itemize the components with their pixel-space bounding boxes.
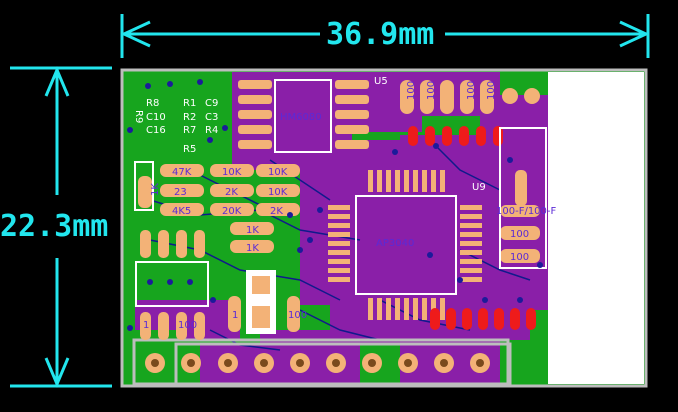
- height-dimension: [10, 66, 112, 388]
- resistor-grid-pads: [138, 164, 540, 340]
- width-label: 36.9mm: [322, 20, 439, 50]
- pad-10k-b: 10K: [268, 167, 288, 178]
- pad-1k-a: 1K: [246, 225, 259, 236]
- label-c7: C7: [574, 87, 585, 100]
- u5-outline: [274, 79, 332, 153]
- label-c4: C4: [558, 228, 571, 239]
- width-dimension: [120, 14, 650, 58]
- pad-mid-100: 100: [288, 310, 307, 321]
- header-pins: [145, 353, 490, 373]
- label-c5: C5: [562, 87, 573, 100]
- u9-part-label: AP3040: [376, 238, 414, 249]
- label-r5: R5: [183, 144, 196, 155]
- board-date: 16.6.2: [552, 349, 622, 374]
- label-u5: U5: [374, 76, 388, 87]
- label-r7: R7: [183, 125, 196, 136]
- u9-outline: [355, 195, 457, 295]
- cap-strip-label: 100-F/100-F: [496, 206, 557, 217]
- pad-23: 23: [174, 187, 187, 198]
- pad-mid-1: 1: [232, 310, 238, 321]
- label-r1: R1: [183, 98, 196, 109]
- pad-low-1: 1: [143, 320, 149, 331]
- pad-10k-a: 10K: [222, 167, 242, 178]
- top-oval-pads: [400, 80, 540, 114]
- pad-2k-a: 2K: [225, 187, 238, 198]
- board-name: SS8717: [548, 321, 634, 346]
- pad-v100a: 100: [406, 81, 417, 100]
- pad-10k-c: 10K: [268, 187, 288, 198]
- pad-v100c: 100: [466, 81, 477, 100]
- label-c10: C10: [146, 112, 166, 123]
- pad-v100d: 100: [486, 81, 497, 100]
- vias: [127, 79, 543, 331]
- red-pads: [408, 126, 536, 330]
- label-c8: C8: [562, 109, 573, 122]
- label-r4: R4: [205, 125, 218, 136]
- u5-pads: [238, 80, 369, 149]
- label-c16: C16: [146, 125, 166, 136]
- pad-4k5: 4K5: [172, 206, 191, 217]
- blank-area: [548, 72, 644, 384]
- large-capacitor-pad-top: [252, 276, 270, 294]
- pad-low-100: 100: [178, 320, 197, 331]
- pad-100-a: 100: [510, 229, 529, 240]
- label-r3: R3: [586, 87, 597, 100]
- label-c9: C9: [205, 98, 218, 109]
- component-outlines: [134, 127, 547, 307]
- label-u9: U9: [472, 182, 486, 193]
- pad-1k: 1K: [150, 183, 161, 196]
- label-c3: C3: [205, 112, 218, 123]
- label-c11: C11: [598, 87, 609, 107]
- large-capacitor-pad-bottom: [252, 306, 270, 328]
- pad-v100b: 100: [426, 81, 437, 100]
- pad-2k-b: 2K: [270, 206, 283, 217]
- label-r10: R10: [556, 210, 576, 221]
- label-r2: R2: [183, 112, 196, 123]
- label-c1: C1: [558, 250, 571, 261]
- label-r8: R8: [146, 98, 159, 109]
- height-label: 22.3mm: [0, 212, 113, 242]
- board-outline: [120, 68, 648, 388]
- pad-20k: 20K: [222, 206, 242, 217]
- header-outline-inner: [174, 342, 512, 386]
- u5-part-label: HM6080: [280, 112, 322, 123]
- pad-1k-b: 1K: [246, 243, 259, 254]
- pad-47k: 47K: [172, 167, 192, 178]
- pad-100-b: 100: [510, 252, 529, 263]
- label-x1: X1: [620, 89, 631, 102]
- label-c6: C6: [550, 87, 561, 100]
- label-r9: R9: [133, 110, 144, 123]
